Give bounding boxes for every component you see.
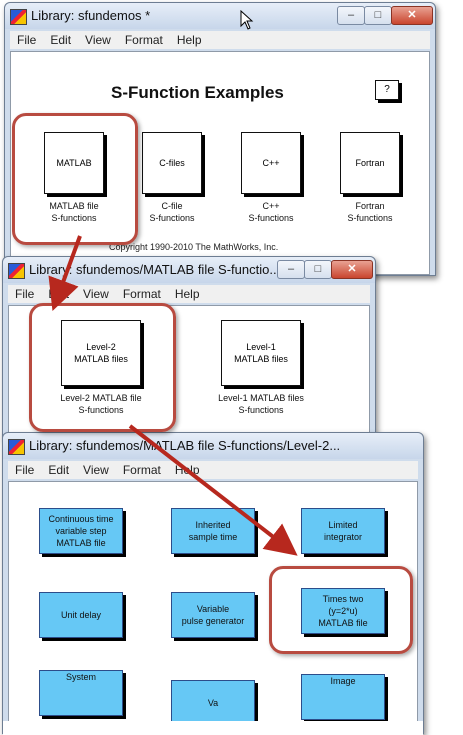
- close-button[interactable]: ✕: [391, 6, 433, 25]
- window-title: Library: sfundemos/MATLAB file S-functio…: [29, 438, 341, 453]
- block-level-1[interactable]: Level-1 MATLAB files: [221, 320, 301, 386]
- menu-format[interactable]: Format: [122, 463, 161, 477]
- block-c-files[interactable]: C-files: [142, 132, 202, 194]
- simulink-icon: [8, 263, 25, 279]
- block-continuous-time[interactable]: Continuous time variable step MATLAB fil…: [39, 508, 123, 554]
- block-times-two[interactable]: Times two (y=2*u) MATLAB file: [301, 588, 385, 634]
- minimize-button[interactable]: –: [277, 260, 305, 279]
- caption-level-1: Level-1 MATLAB files S-functions: [218, 393, 304, 415]
- block-unit-delay[interactable]: Unit delay: [39, 592, 123, 638]
- block-matlab[interactable]: MATLAB: [44, 132, 104, 194]
- block-limited-integrator[interactable]: Limited integrator: [301, 508, 385, 554]
- caption-matlab: MATLAB file S-functions: [49, 201, 99, 223]
- block-variable-pulse-generator[interactable]: Variable pulse generator: [171, 592, 255, 638]
- menu-edit[interactable]: Edit: [48, 287, 70, 301]
- block-inherited-sample-time[interactable]: Inherited sample time: [171, 508, 255, 554]
- caption-cpp: C++ S-functions: [248, 201, 294, 223]
- library-canvas[interactable]: Level-2 MATLAB files Level-2 MATLAB file…: [8, 305, 370, 437]
- menu-view[interactable]: View: [85, 33, 111, 47]
- copyright-text: Copyright 1990-2010 The MathWorks, Inc.: [109, 242, 279, 252]
- title-bar[interactable]: Library: sfundemos/MATLAB file S-functio…: [3, 433, 423, 459]
- menu-edit[interactable]: Edit: [50, 33, 72, 47]
- highlight-level-2-block: [29, 303, 176, 432]
- window-title: Library: sfundemos *: [31, 8, 151, 23]
- block-system[interactable]: System: [39, 670, 123, 716]
- maximize-button[interactable]: □: [364, 6, 392, 25]
- menu-view[interactable]: View: [83, 463, 109, 477]
- menu-file[interactable]: File: [17, 33, 37, 47]
- menu-file[interactable]: File: [15, 287, 35, 301]
- menu-bar: File Edit View Format Help: [10, 31, 430, 49]
- mouse-cursor-icon: [240, 10, 254, 30]
- block-cpp[interactable]: C++: [241, 132, 301, 194]
- simulink-icon: [8, 439, 25, 455]
- menu-file[interactable]: File: [15, 463, 35, 477]
- window-title: Library: sfundemos/MATLAB file S-functio…: [29, 262, 281, 277]
- menu-help[interactable]: Help: [174, 463, 200, 477]
- menu-edit[interactable]: Edit: [48, 463, 70, 477]
- block-variable[interactable]: Va: [171, 680, 255, 726]
- simulink-icon: [10, 9, 27, 25]
- maximize-button[interactable]: □: [304, 260, 332, 279]
- page-heading: S-Function Examples: [111, 83, 284, 102]
- help-block[interactable]: ?: [375, 80, 399, 100]
- menu-format[interactable]: Format: [122, 287, 161, 301]
- block-image[interactable]: Image: [301, 674, 385, 720]
- window-matlab-file-sfunctions: Library: sfundemos/MATLAB file S-functio…: [2, 256, 376, 438]
- torn-edge: [3, 721, 423, 735]
- menu-help[interactable]: Help: [174, 287, 200, 301]
- caption-fortran: Fortran S-functions: [347, 201, 393, 223]
- menu-view[interactable]: View: [83, 287, 109, 301]
- highlight-matlab-block: [12, 113, 138, 245]
- close-button[interactable]: ✕: [331, 260, 373, 279]
- caption-level-2: Level-2 MATLAB file S-functions: [60, 393, 142, 415]
- block-level-2[interactable]: Level-2 MATLAB files: [61, 320, 141, 386]
- minimize-button[interactable]: –: [337, 6, 365, 25]
- caption-c-files: C-file S-functions: [149, 201, 195, 223]
- menu-bar: File Edit View Format Help: [8, 461, 418, 479]
- menu-format[interactable]: Format: [124, 33, 163, 47]
- menu-help[interactable]: Help: [176, 33, 202, 47]
- title-bar[interactable]: Library: sfundemos/MATLAB file S-functio…: [3, 257, 375, 283]
- block-fortran[interactable]: Fortran: [340, 132, 400, 194]
- highlight-times-two-block: [269, 566, 413, 654]
- title-bar[interactable]: Library: sfundemos * – □ ✕: [5, 3, 435, 29]
- menu-bar: File Edit View Format Help: [8, 285, 370, 303]
